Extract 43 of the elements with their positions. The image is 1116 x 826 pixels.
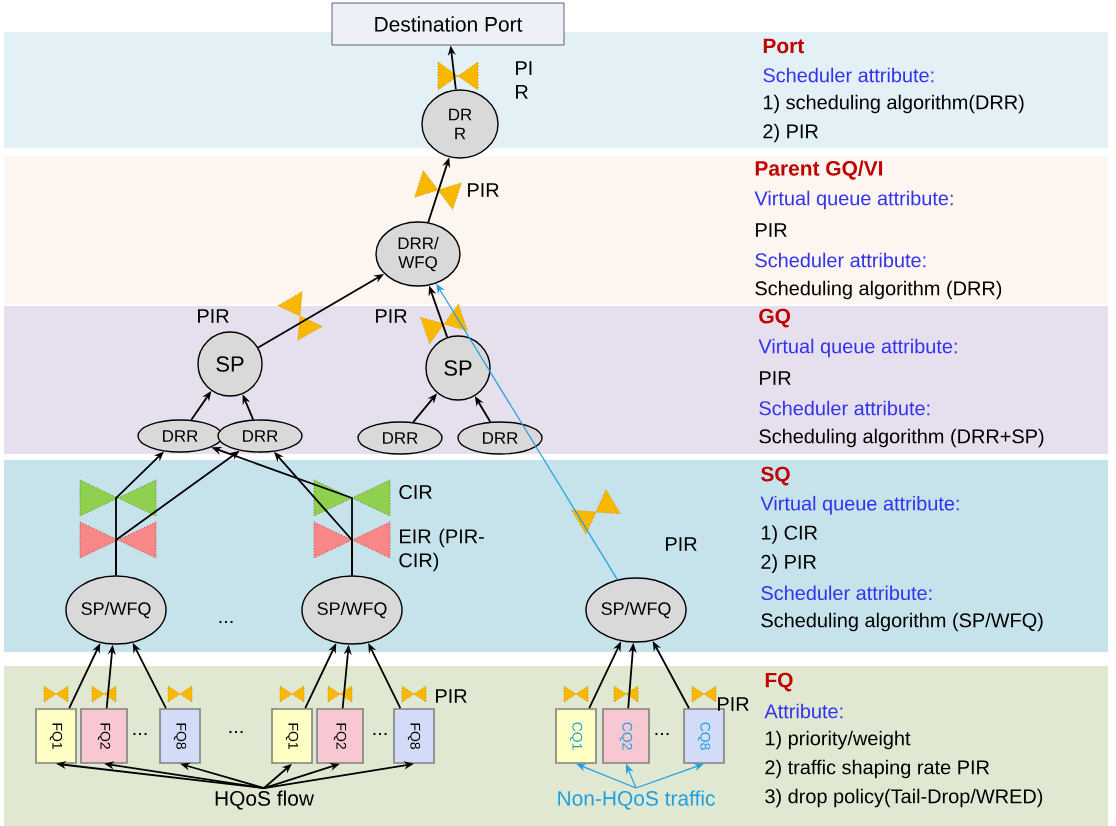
attribute-text: 2) PIR [763,123,818,143]
attribute-text: Scheduling algorithm (SP/WFQ) [761,612,1043,632]
attribute-text: Scheduling algorithm (DRR+SP) [759,428,1044,448]
attribute-text: Attribute: [764,703,843,719]
layer-heading: GQ [759,308,791,328]
arrow [635,763,704,789]
rate-label: PIR [718,697,749,711]
rate-label: PIR [666,537,697,551]
attribute-text: 1) CIR [761,525,818,544]
layer-heading: FQ [765,672,793,692]
rate-label: PIR [436,689,467,703]
attribute-text: PIR [756,223,787,237]
attribute-text: Scheduler attribute: [763,67,934,83]
flow-label: Non-HQoS traffic [558,790,715,810]
attribute-text: Scheduling algorithm (DRR) [755,280,1002,300]
attribute-text: PIR [760,371,791,385]
rate-label: CIR [399,484,432,500]
attribute-text: 2) PIR [761,554,816,573]
rate-label: ... [219,620,233,624]
attribute-text: Scheduler attribute: [755,252,926,268]
rate-label: PI R [516,61,532,99]
attribute-text: Scheduler attribute: [761,585,932,601]
port-box: Destination Port [331,2,565,46]
attribute-text: 1) scheduling algorithm(DRR) [763,94,1024,114]
attribute-text: Virtual queue attribute: [760,495,959,515]
rate-label: ... [133,732,147,736]
rate-label: PIR [376,309,407,323]
attribute-text: 1) priority/weight [765,730,911,750]
layer-heading: Port [763,38,804,54]
arrow [576,763,637,789]
rate-label: ... [655,732,669,736]
rate-label: ... [373,732,387,736]
attribute-text: 3) drop policy(Tail-Drop/WRED) [765,788,1043,808]
flow-label: HQoS flow [215,790,315,810]
attribute-text: Scheduler attribute: [759,400,930,416]
attribute-text: Virtual queue attribute: [754,190,953,210]
rate-label: PIR [468,183,499,197]
rate-label: EIR (PIR-CIR) [399,528,484,572]
layer-heading: SQ [761,466,790,486]
attribute-text: Virtual queue attribute: [758,338,957,358]
rate-label: ... [229,730,243,734]
layer-heading: Parent GQ/VI [755,160,883,180]
attribute-text: 2) traffic shaping rate PIR [765,759,990,779]
